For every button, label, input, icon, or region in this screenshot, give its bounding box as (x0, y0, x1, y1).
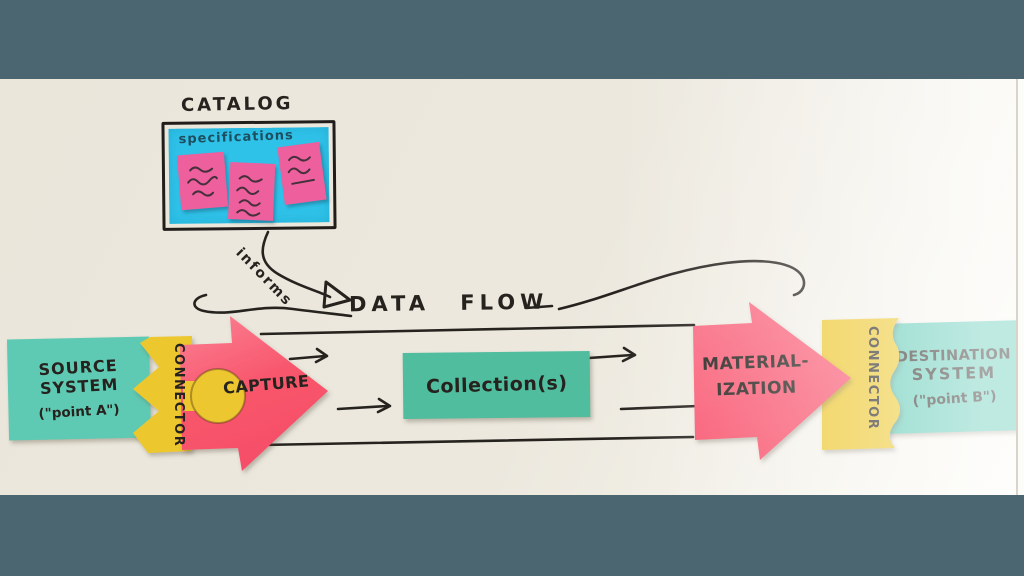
capture-label: CAPTURE (222, 371, 311, 398)
data-flow-title: DATA FLOW (348, 289, 549, 317)
flow-arrow-3-head (621, 346, 637, 363)
informs-label: informs (232, 245, 296, 310)
flow-arrow-2-head (376, 397, 392, 414)
destination-point-b-label: ("point B") (912, 387, 998, 410)
connector-right-label: CONNECTOR (865, 326, 880, 431)
flow-arrow-2 (336, 404, 389, 411)
connector-left-label: CONNECTOR (171, 343, 186, 448)
flow-arrow-1 (288, 354, 327, 361)
flow-line-4 (619, 404, 700, 411)
scribble-lines-icon (287, 155, 315, 185)
spec-note (277, 141, 327, 205)
catalog-title: CATALOG (180, 93, 294, 116)
source-point-a-label: ("point A") (38, 401, 121, 422)
flow-arrow-1-head (314, 347, 329, 364)
channel-line-top (259, 323, 696, 336)
informs-arrowhead-icon (322, 280, 352, 309)
materialization-label-line2: IZATION (715, 377, 798, 401)
ink-strokes-layer (193, 230, 806, 447)
specifications-label: specifications (178, 128, 295, 148)
paper-right-margin (1018, 79, 1024, 495)
destination-system-sticky: DESTINATION SYSTEM ("point B") (882, 320, 1024, 434)
scribble-lines-icon (236, 175, 263, 217)
materialization-label: MATERIAL- IZATION (691, 348, 821, 404)
letterbox-top (0, 0, 1024, 79)
channel-line-bottom (259, 435, 695, 447)
collections-label: Collection(s) (425, 372, 568, 398)
spec-note (227, 162, 276, 221)
catalog-box: specifications (161, 120, 337, 231)
cutout-shapes-layer (133, 302, 901, 471)
scribble-lines-icon (187, 166, 218, 197)
flow-swoosh-right (557, 259, 806, 311)
paper-right-edge (1016, 79, 1018, 495)
spec-note (176, 151, 229, 211)
flow-arrow-3 (587, 353, 634, 360)
source-system-sticky: SOURCE SYSTEM ("point A") (6, 336, 152, 441)
paper-canvas: SOURCE SYSTEM ("point A") Collection(s) … (0, 79, 1024, 495)
materialization-label-line1: MATERIAL- (701, 351, 810, 375)
photo-light-glow (0, 79, 1024, 495)
puzzle-knob-stem (183, 381, 209, 411)
destination-label-line2: SYSTEM (911, 362, 997, 384)
source-system-label-line2: SYSTEM (39, 374, 119, 398)
collections-sticky: Collection(s) (402, 351, 591, 419)
catalog-board: specifications (168, 127, 330, 224)
letterbox-bottom (0, 495, 1024, 576)
